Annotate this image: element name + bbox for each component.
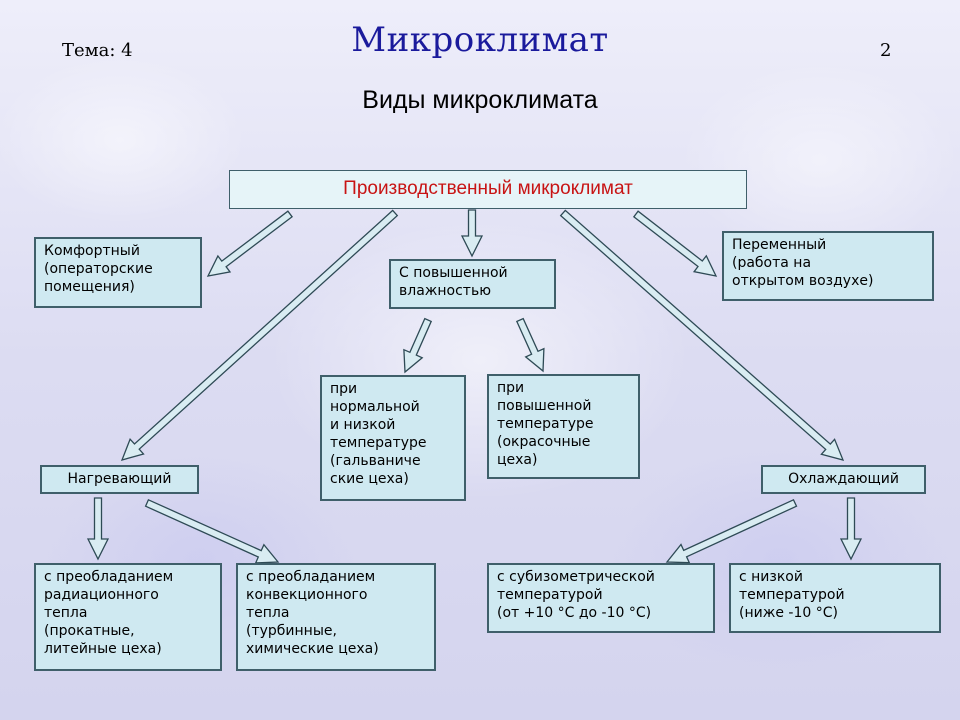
node-comfortable: Комфортный (операторские помещения): [34, 237, 202, 308]
node-cooling-subisometric: с субизометрической температурой (от +10…: [487, 563, 715, 633]
arrow-root-to-comfortable: [206, 210, 294, 277]
arrow-root-to-humidity: [460, 209, 484, 258]
arrow-humidity-to-normal-temp: [403, 317, 433, 374]
node-high-humidity: С повышенной влажностью: [389, 259, 556, 309]
arrow-root-to-cooling: [559, 209, 845, 461]
node-heating-convection: с преобладанием конвекционного тепла (ту…: [236, 563, 436, 671]
node-humid-normal-low-temp: при нормальной и низкой температуре (гал…: [320, 375, 466, 501]
root-node-production-microclimate: Производственный микроклимат: [229, 170, 747, 209]
arrow-heating-to-convection: [144, 498, 280, 564]
slide-title: Микроклимат: [351, 20, 609, 60]
arrow-root-to-heating: [120, 209, 399, 461]
arrow-root-to-variable: [632, 210, 718, 277]
node-cooling: Охлаждающий: [761, 465, 926, 494]
node-heating-radiation: с преобладанием радиационного тепла (про…: [34, 563, 222, 671]
topic-label: Тема: 4: [62, 40, 133, 61]
arrow-cooling-to-subisometric: [665, 498, 798, 564]
node-humid-high-temp: при повышенной температуре (окрасочные ц…: [487, 374, 640, 479]
page-number: 2: [880, 40, 892, 61]
slide-subtitle: Виды микроклимата: [362, 86, 598, 114]
node-variable: Переменный (работа на открытом воздухе): [722, 231, 934, 301]
arrow-humidity-to-high-temp: [515, 317, 545, 373]
node-heating: Нагревающий: [40, 465, 199, 494]
arrow-cooling-to-low-temp: [839, 497, 863, 561]
node-cooling-low-temp: с низкой температурой (ниже -10 °С): [729, 563, 941, 633]
arrow-heating-to-radiation: [86, 497, 110, 561]
